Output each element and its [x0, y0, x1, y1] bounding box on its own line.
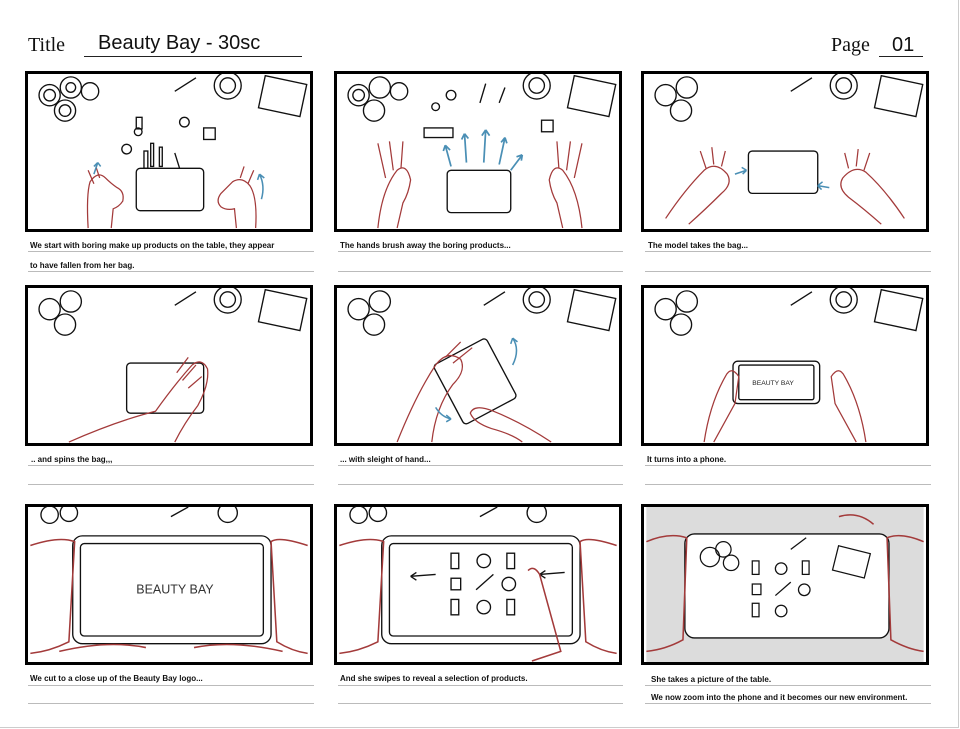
- panel-6-screen-text: BEAUTY BAY: [752, 380, 794, 387]
- panel-4-caption: .. and spins the bag,,,: [31, 455, 113, 464]
- panel-7-rule-2: [28, 703, 314, 704]
- panel-8-caption: And she swipes to reveal a selection of …: [340, 674, 528, 683]
- flower-3: [53, 99, 77, 122]
- panel-5-rule-1: [338, 465, 623, 466]
- panel-3-rule-1: [645, 251, 931, 252]
- panel-3-rule-2: [645, 271, 931, 272]
- panel-9: [641, 504, 929, 665]
- flower-2: [59, 76, 83, 99]
- flower-4: [80, 81, 100, 101]
- flower-1: [38, 83, 61, 107]
- bag-3: [747, 150, 819, 195]
- arrow-right: [256, 173, 265, 200]
- panel-1-rule-1: [28, 251, 314, 252]
- panel-9-sketch: [646, 507, 924, 662]
- panel-9-caption-2: We now zoom into the phone and it become…: [651, 693, 908, 702]
- panel-3-caption: The model takes the bag...: [648, 241, 749, 250]
- panel-6-rule-2: [645, 484, 931, 485]
- panel-2: [334, 71, 622, 232]
- phone-6: [732, 360, 821, 405]
- panel-2-rule-2: [338, 271, 623, 272]
- title-label: Title: [28, 34, 66, 56]
- panel-7-caption: We cut to a close up of the Beauty Bay l…: [30, 674, 203, 683]
- panel-9-caption: She takes a picture of the table.: [651, 675, 772, 684]
- panel-4: [25, 285, 313, 446]
- phone-7: [72, 535, 272, 645]
- left-hand: [86, 174, 124, 229]
- panel-2-caption: The hands brush away the boring products…: [340, 241, 511, 250]
- panel-8: [334, 504, 622, 665]
- panel-5: [334, 285, 622, 446]
- panel-1-caption: We start with boring make up products on…: [30, 241, 275, 250]
- panel-1: [25, 71, 313, 232]
- panel-8-sketch: [339, 507, 617, 662]
- panel-3: [641, 71, 929, 232]
- right-hand: [217, 179, 257, 229]
- panel-1-sketch: [38, 74, 308, 229]
- panel-5-rule-2: [338, 484, 623, 485]
- page-underline: [879, 56, 923, 57]
- bag-2: [446, 169, 512, 214]
- panel-4-rule-1: [28, 465, 314, 466]
- book-1: [257, 74, 308, 118]
- panel-6-rule-1: [645, 465, 931, 466]
- panel-3-sketch: [654, 74, 924, 225]
- phone-8: [381, 535, 581, 645]
- panel-4-rule-2: [28, 484, 314, 485]
- panel-9-rule-1: [645, 685, 931, 686]
- arrow-left: [93, 162, 102, 175]
- panel-6-caption: It turns into a phone.: [647, 455, 727, 464]
- panel-4-sketch: [38, 288, 308, 443]
- panel-7: BEAUTY BAY: [25, 504, 313, 665]
- title-underline: [84, 56, 302, 57]
- panel-8-rule-1: [338, 685, 623, 686]
- panel-7-sketch: BEAUTY BAY: [30, 507, 308, 655]
- panel-8-rule-2: [338, 703, 623, 704]
- page-number: 01: [892, 34, 915, 56]
- panel-2-rule-1: [338, 251, 623, 252]
- panel-2-sketch: [347, 74, 617, 229]
- panel-5-sketch: [347, 288, 617, 443]
- panel-6-sketch: BEAUTY BAY: [654, 288, 924, 443]
- panel-7-rule-1: [28, 685, 314, 686]
- panel-1-caption-2: to have fallen from her bag.: [30, 261, 135, 270]
- pen-1: [174, 77, 197, 92]
- storyboard-title: Beauty Bay - 30sc: [98, 32, 261, 54]
- bag-1: [135, 167, 205, 212]
- panel-1-rule-2: [28, 271, 314, 272]
- cup-1: [213, 74, 242, 100]
- bag-5: [433, 338, 517, 425]
- panel-9-rule-2: [645, 703, 931, 704]
- bag-4: [125, 362, 205, 414]
- panel-7-screen-text: BEAUTY BAY: [136, 583, 214, 597]
- panel-6: BEAUTY BAY: [641, 285, 929, 446]
- page-label: Page: [831, 34, 870, 56]
- panel-5-caption: ... with sleight of hand...: [340, 455, 431, 464]
